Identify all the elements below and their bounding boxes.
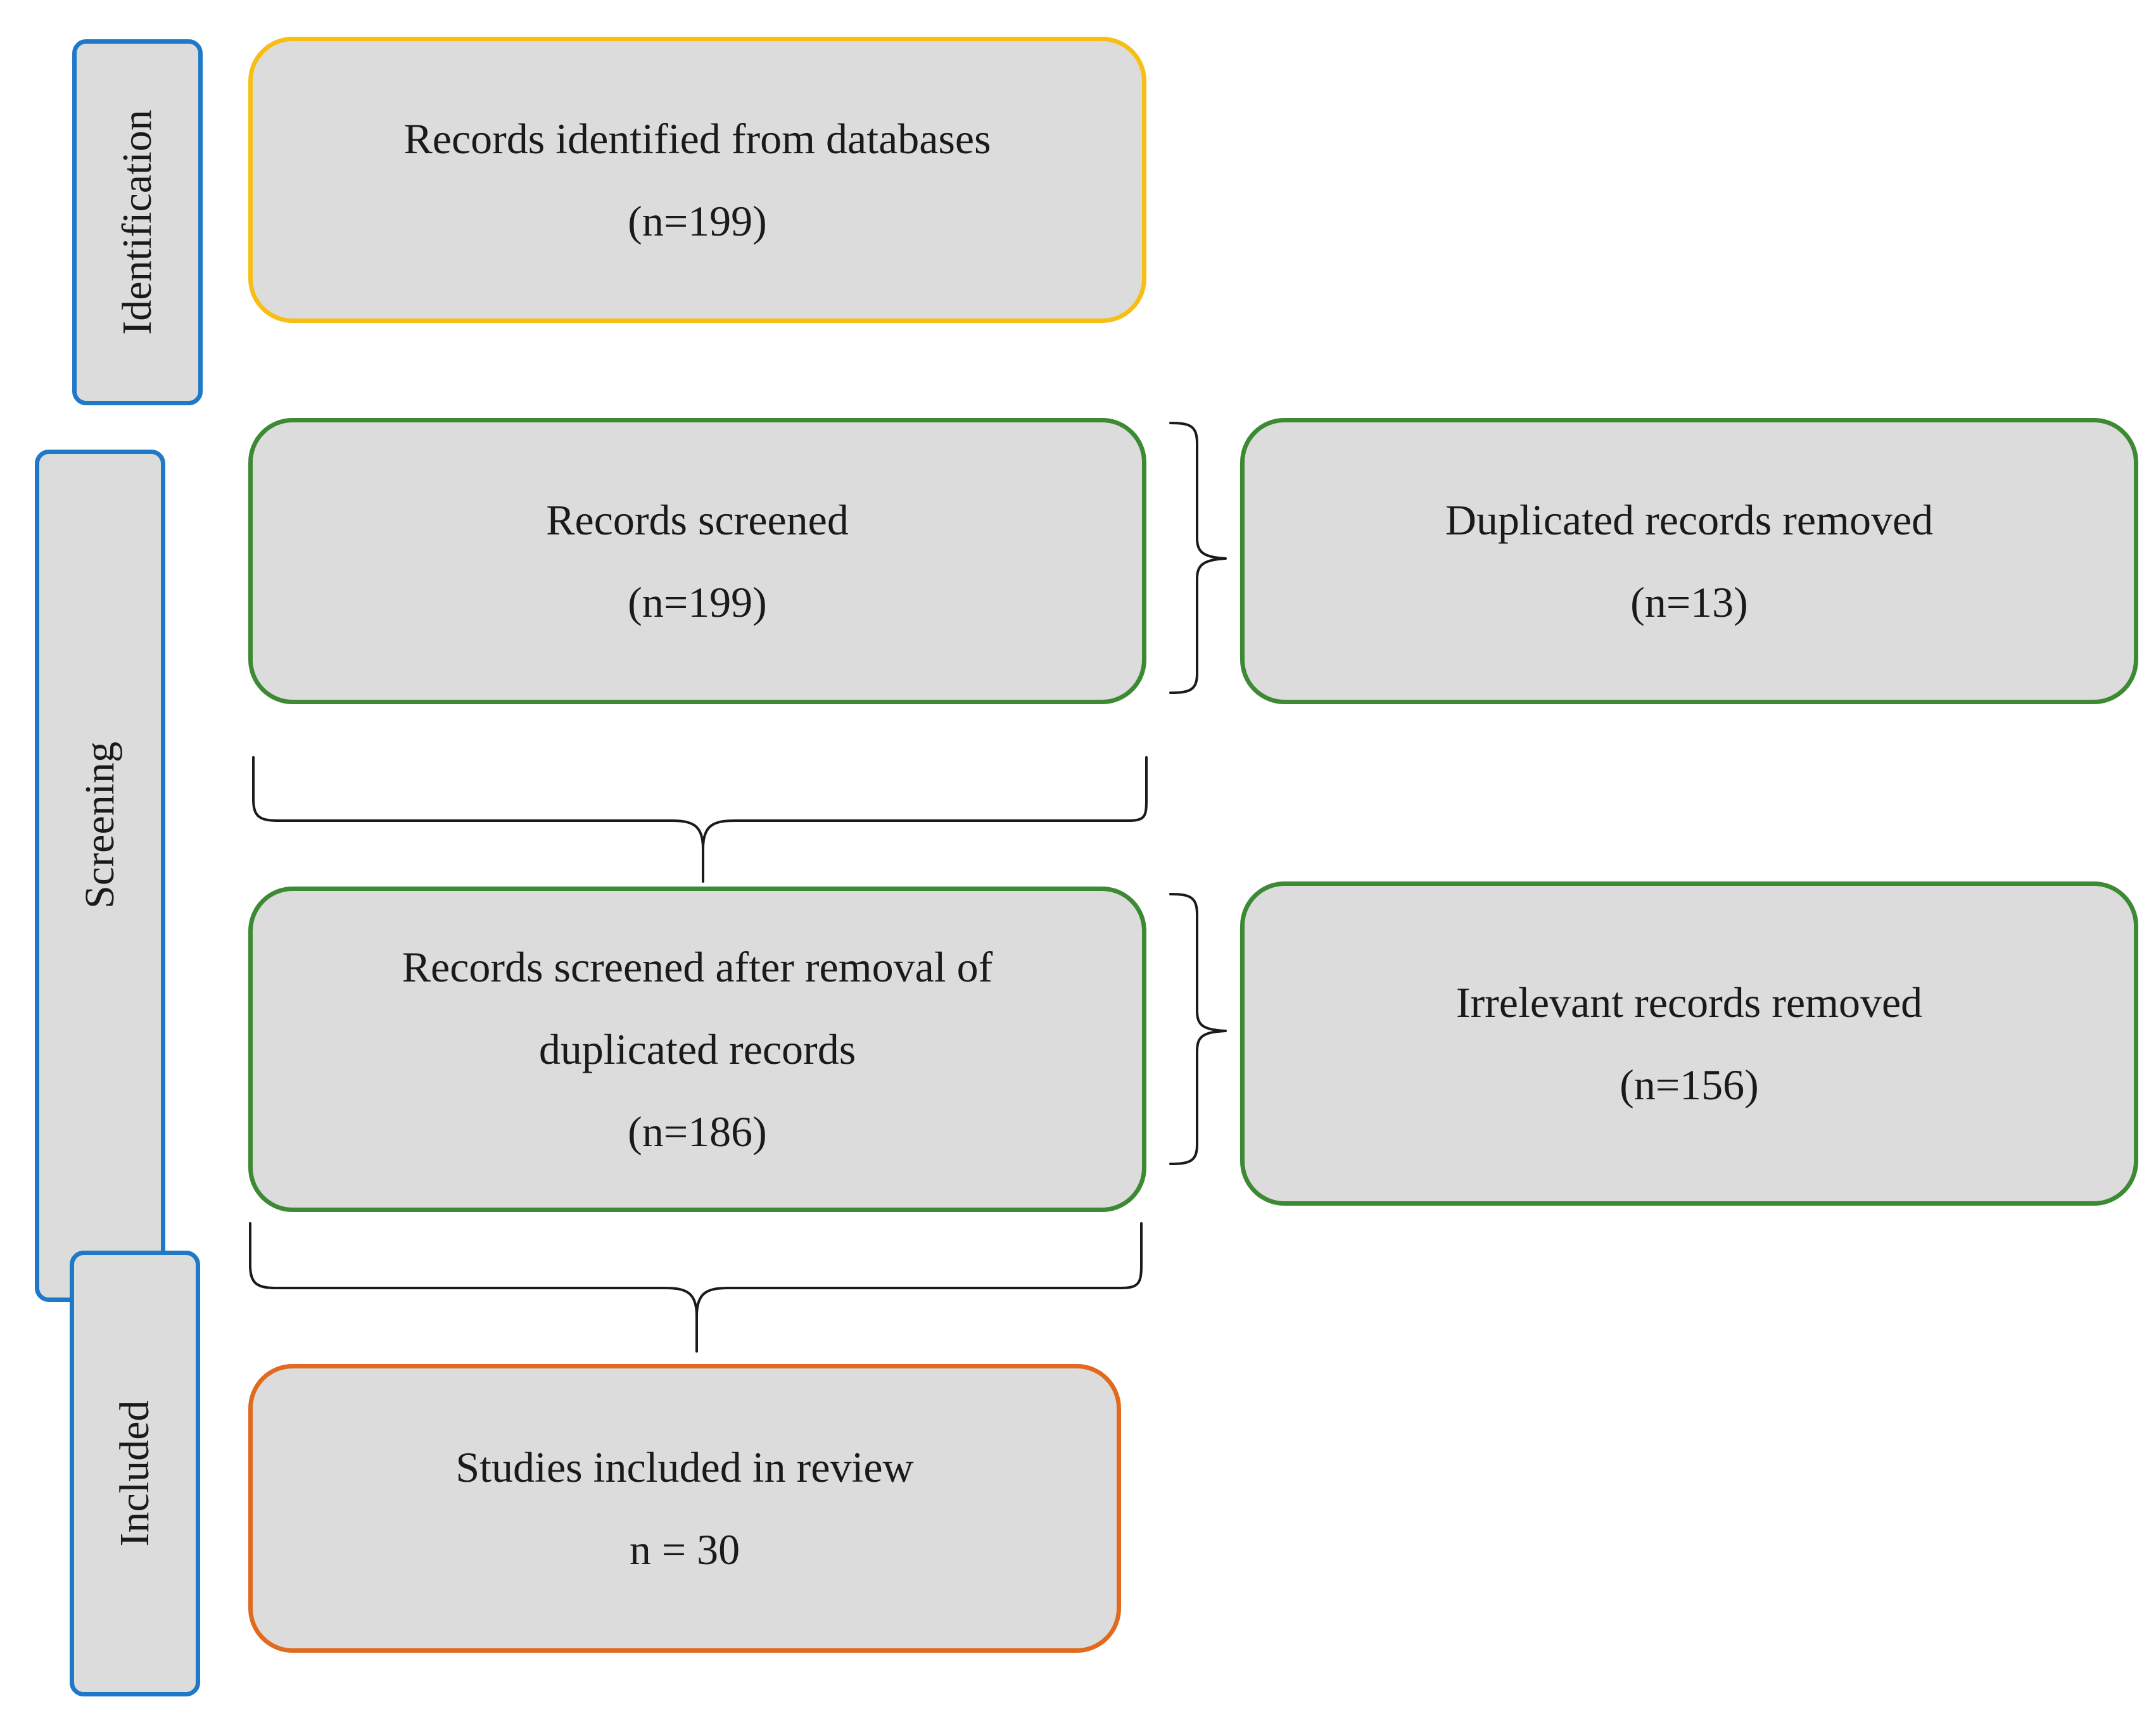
after-dedup-label-line1: Records screened after removal of [402,943,993,991]
duplicates-removed-label: Duplicated records removed [1445,496,1934,544]
after-dedup-label-line2: duplicated records [538,1025,856,1073]
stage-screening-label: Screening [77,742,123,909]
studies-included-count: n = 30 [629,1525,740,1574]
stage-identification: Identification [72,39,203,405]
records-screened-label: Records screened [546,496,849,544]
brace-to-after-dedup [252,756,1148,883]
brace-duplicates [1169,422,1227,694]
records-identified-count: (n=199) [628,197,767,245]
records-screened-count: (n=199) [628,578,767,626]
stage-screening: Screening [35,450,165,1302]
brace-irrelevant [1169,893,1227,1165]
after-dedup-count: (n=186) [628,1108,767,1156]
studies-included-box: Studies included in review n = 30 [248,1364,1121,1653]
after-dedup-box: Records screened after removal of duplic… [248,887,1146,1212]
irrelevant-removed-count: (n=156) [1620,1061,1759,1109]
stage-identification-label: Identification [114,110,160,335]
records-identified-box: Records identified from databases (n=199… [248,37,1146,323]
irrelevant-removed-label: Irrelevant records removed [1455,978,1923,1026]
duplicates-removed-count: (n=13) [1630,578,1748,626]
records-identified-label: Records identified from databases [403,115,991,163]
stage-included-label: Included [111,1400,158,1547]
irrelevant-removed-box: Irrelevant records removed (n=156) [1240,881,2138,1206]
records-screened-box: Records screened (n=199) [248,418,1146,704]
studies-included-label: Studies included in review [455,1443,914,1491]
stage-included: Included [70,1251,200,1696]
brace-to-included [249,1222,1143,1353]
duplicates-removed-box: Duplicated records removed (n=13) [1240,418,2138,704]
